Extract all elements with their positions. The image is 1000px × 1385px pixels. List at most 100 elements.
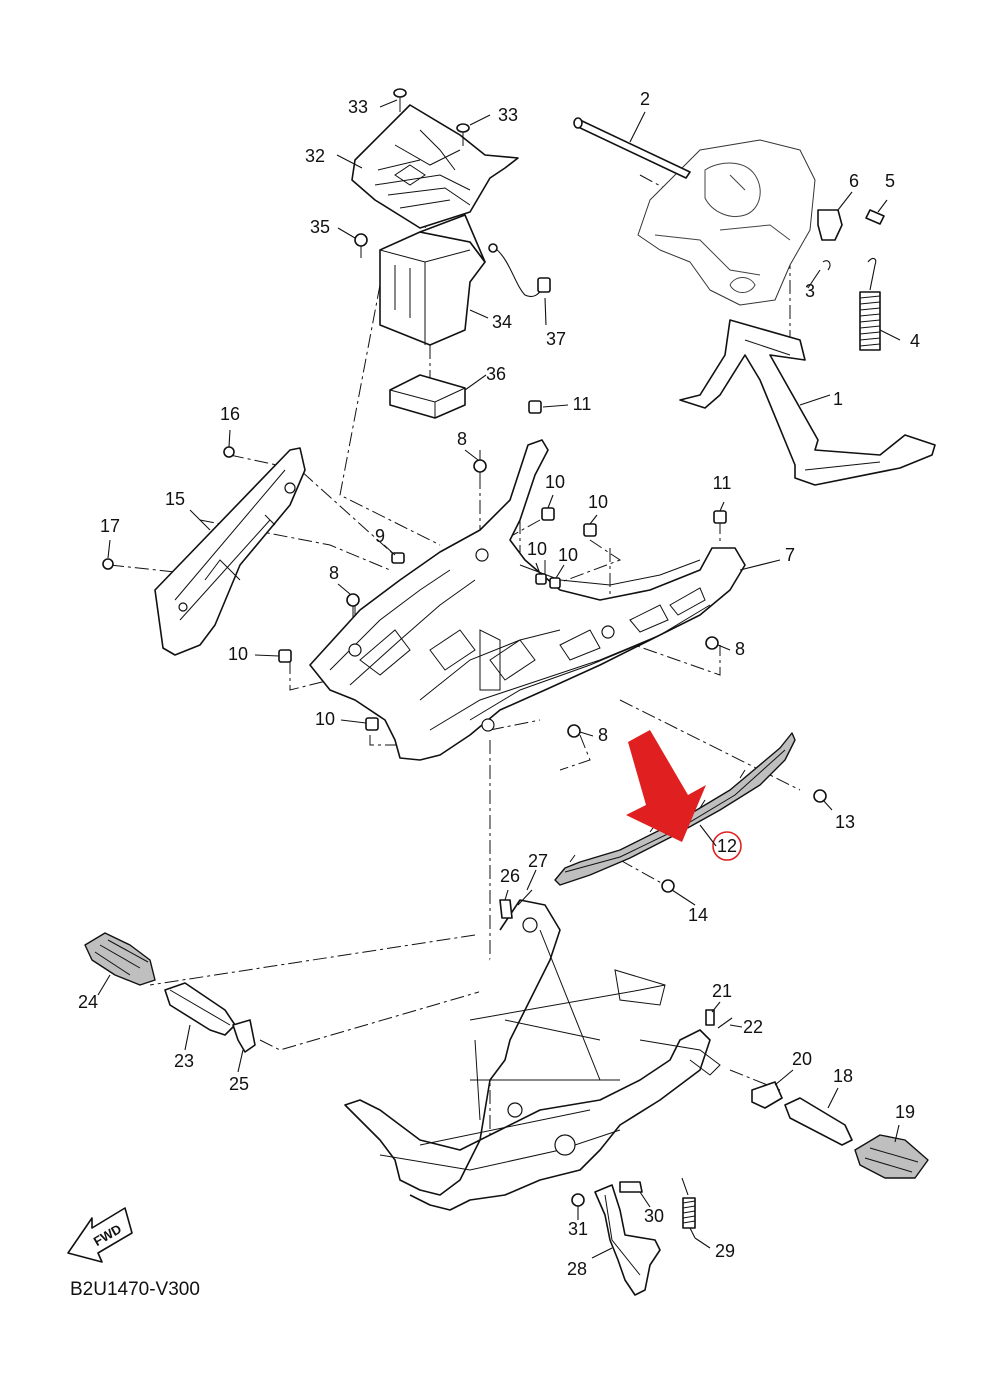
bracket-6 (817, 209, 843, 241)
callout-14: 14 (688, 905, 708, 925)
clip-10a (541, 507, 555, 521)
bolt-21 (705, 1009, 715, 1026)
callout-17: 17 (100, 516, 120, 536)
callout-10b: 10 (588, 492, 608, 512)
clip-10b (583, 523, 597, 537)
bolt-8b (346, 593, 360, 618)
leader-lines (97, 99, 901, 1259)
callout-10f: 10 (315, 709, 335, 729)
screw-33b (456, 123, 470, 146)
bracket-25 (232, 1019, 256, 1053)
callout-10a: 10 (545, 472, 565, 492)
nut-9 (391, 552, 405, 564)
callout-8c: 8 (735, 639, 745, 659)
callout-16: 16 (220, 404, 240, 424)
nut-31 (571, 1193, 585, 1207)
clip-11b (713, 510, 727, 524)
callout-22: 22 (743, 1017, 763, 1037)
spring-4 (859, 257, 881, 351)
callout-8d: 8 (598, 725, 608, 745)
callout-19: 19 (895, 1102, 915, 1122)
fwd-arrow-icon: FWD (67, 1207, 133, 1263)
callout-6: 6 (849, 171, 859, 191)
bolt-8d (567, 724, 581, 738)
callout-31: 31 (568, 1219, 588, 1239)
side-stand-28 (594, 1184, 661, 1296)
highlight-arrow (626, 730, 706, 842)
callout-33a: 33 (348, 97, 368, 117)
footrest-18 (784, 1097, 853, 1146)
callout-20: 20 (792, 1049, 812, 1069)
screw-16 (223, 446, 235, 458)
callout-24: 24 (78, 992, 98, 1012)
callout-13: 13 (835, 812, 855, 832)
highlight-circle (712, 831, 742, 861)
bracket-20 (751, 1081, 783, 1109)
callout-5: 5 (885, 171, 895, 191)
callout-3: 3 (805, 281, 815, 301)
callout-10e: 10 (228, 644, 248, 664)
bolt-35 (354, 233, 368, 258)
callout-15: 15 (165, 489, 185, 509)
callout-35: 35 (310, 217, 330, 237)
bolt-8a (473, 459, 487, 484)
callout-11b: 11 (713, 473, 732, 493)
footboard-7 (309, 439, 746, 761)
callout-8a: 8 (457, 429, 467, 449)
callout-4: 4 (910, 331, 920, 351)
callout-9: 9 (375, 526, 385, 546)
clip-3 (822, 260, 831, 271)
callout-34: 34 (492, 312, 512, 332)
pin-27 (517, 889, 533, 906)
lead-wire-37 (488, 243, 551, 298)
side-cover-15 (154, 447, 306, 656)
diagram-code: B2U1470-V300 (70, 1279, 200, 1300)
bolt-8c (705, 636, 719, 650)
callout-11a: 11 (573, 394, 592, 414)
main-stand-1 (679, 319, 936, 486)
screw-33a (393, 88, 407, 112)
pin-22 (717, 1017, 733, 1029)
battery-box-guard (351, 104, 519, 229)
callout-33b: 33 (498, 105, 518, 125)
callout-25: 25 (229, 1074, 249, 1094)
frame-outline (344, 899, 721, 1211)
spring-29 (681, 1177, 696, 1239)
callout-2: 2 (640, 89, 650, 109)
clip-10d (278, 649, 292, 663)
battery-36 (389, 374, 466, 419)
bolt-30 (619, 1181, 643, 1193)
pivot-shaft-2 (573, 117, 691, 179)
footrest-rubber-19 (854, 1134, 929, 1179)
screw-17 (102, 558, 114, 570)
callout-10c: 10 (527, 539, 547, 559)
screw-14 (661, 879, 675, 893)
bolt-5 (865, 209, 885, 225)
callout-7: 7 (785, 545, 795, 565)
callout-37: 37 (546, 329, 566, 349)
callout-12: 12 (717, 836, 737, 856)
clip-10c (535, 573, 561, 589)
callout-30: 30 (644, 1206, 664, 1226)
callout-8b: 8 (329, 563, 339, 583)
engine-outline (637, 139, 816, 306)
callout-numbers: 1 2 3 4 5 6 7 8 8 8 8 9 10 10 10 10 10 1… (78, 89, 920, 1279)
bolt-26 (499, 899, 513, 919)
clip-10e (365, 717, 379, 731)
callout-36: 36 (486, 364, 506, 384)
battery-case-34 (379, 214, 486, 346)
callout-32: 32 (305, 146, 325, 166)
callout-29: 29 (715, 1241, 735, 1261)
callout-27: 27 (528, 851, 548, 871)
callout-18: 18 (833, 1066, 853, 1086)
callout-23: 23 (174, 1051, 194, 1071)
callout-10d: 10 (558, 545, 578, 565)
clip-11a (528, 400, 542, 414)
callout-28: 28 (567, 1259, 587, 1279)
footrest-23 (164, 982, 236, 1036)
screw-13 (813, 789, 827, 803)
callout-21: 21 (712, 981, 732, 1001)
callout-26: 26 (500, 866, 520, 886)
footrest-rubber-24 (84, 932, 156, 986)
